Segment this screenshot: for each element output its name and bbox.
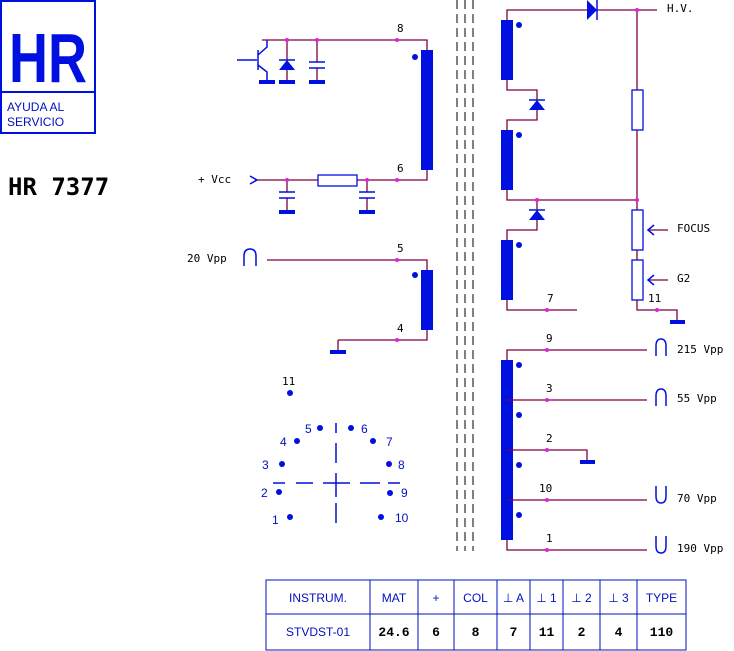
v9-label: 215 Vpp <box>677 343 723 356</box>
drive-winding: 5 4 20 Vpp <box>187 242 433 354</box>
table-value: 24.6 <box>378 625 409 640</box>
table-header: ⊥ 2 <box>571 591 592 605</box>
pin-4-label: 4 <box>397 322 404 335</box>
pinout-9: 9 <box>401 486 408 500</box>
table-value: 11 <box>539 625 555 640</box>
v3-label: 55 Vpp <box>677 392 717 405</box>
table-header: ⊥ 3 <box>608 591 629 605</box>
primary-winding: 8 6 + Vcc <box>198 22 433 214</box>
pinout-1: 1 <box>272 513 279 527</box>
table-value: STVDST-01 <box>286 625 350 639</box>
pinout-2: 2 <box>261 486 268 500</box>
hr-logo: HR AYUDA AL SERVICIO <box>0 0 96 134</box>
table-value: 8 <box>472 625 480 640</box>
table-value: 7 <box>510 625 518 640</box>
pinout-5: 5 <box>305 422 312 436</box>
pinout-7: 7 <box>386 435 393 449</box>
pin-3-label: 3 <box>546 382 553 395</box>
table-header: ⊥ A <box>503 591 524 605</box>
table-header: MAT <box>382 591 407 605</box>
v1-label: 190 Vpp <box>677 542 723 555</box>
logo-line2: SERVICIO <box>7 115 64 129</box>
table-header: + <box>432 591 439 605</box>
table-value: 2 <box>578 625 586 640</box>
table-header: COL <box>463 591 488 605</box>
pin-7-label: 7 <box>547 292 554 305</box>
pin-10-label: 10 <box>539 482 552 495</box>
table-value: 110 <box>650 625 674 640</box>
pinout-8: 8 <box>398 458 405 472</box>
logo-line1: AYUDA AL <box>7 100 64 114</box>
model-title: HR 7377 <box>8 173 109 201</box>
secondary-winding: 9 3 2 10 1 215 Vpp 55 Vpp 70 Vpp 190 Vpp <box>501 332 723 555</box>
transformer-core <box>456 0 474 551</box>
pin-1-label: 1 <box>546 532 553 545</box>
table-value: 6 <box>432 625 440 640</box>
spec-table: INSTRUM. STVDST-01 MAT 24.6 +6 COL 8 ⊥ A 7 ⊥ 1 11 ⊥… <box>265 579 687 651</box>
logo-letters: HR <box>9 19 87 97</box>
v10-label: 70 Vpp <box>677 492 717 505</box>
table-header: TYPE <box>646 591 677 605</box>
pin-6-label: 6 <box>397 162 404 175</box>
hv-winding: H.V. FOCUS G2 7 11 <box>501 0 710 324</box>
pin-11-label: 11 <box>648 292 661 305</box>
pinout-diagram: 1 2 3 4 5 6 7 8 9 10 11 <box>261 375 409 527</box>
pin-2-label: 2 <box>546 432 553 445</box>
focus-label: FOCUS <box>677 222 710 235</box>
pinout-6: 6 <box>361 422 368 436</box>
g2-label: G2 <box>677 272 690 285</box>
drive-voltage-label: 20 Vpp <box>187 252 227 265</box>
table-header: ⊥ 1 <box>536 591 557 605</box>
pinout-3: 3 <box>262 458 269 472</box>
table-value: 4 <box>615 625 623 640</box>
hv-label: H.V. <box>667 2 694 15</box>
pinout-4: 4 <box>280 435 287 449</box>
pin-8-label: 8 <box>397 22 404 35</box>
pinout-10: 10 <box>395 511 409 525</box>
pinout-11: 11 <box>282 375 295 388</box>
vcc-label: + Vcc <box>198 173 231 186</box>
pin-9-label: 9 <box>546 332 553 345</box>
table-header: INSTRUM. <box>289 591 347 605</box>
pin-5-label: 5 <box>397 242 404 255</box>
